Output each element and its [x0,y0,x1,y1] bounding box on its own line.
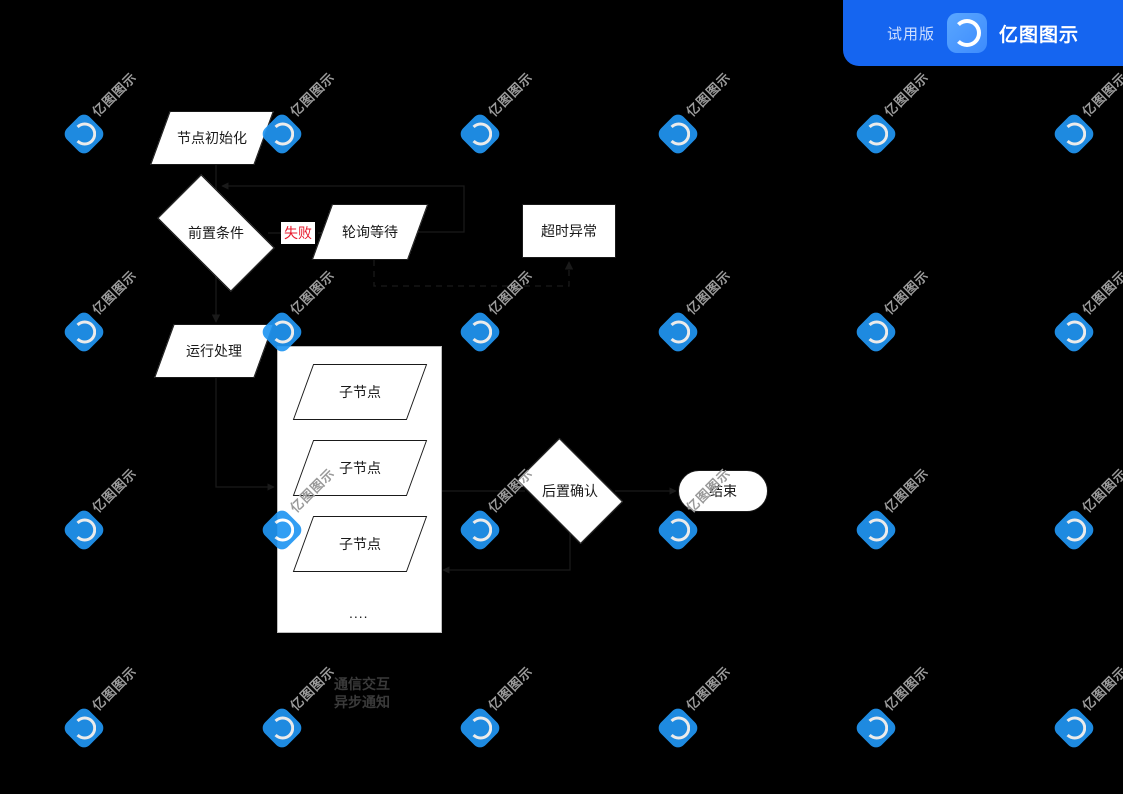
edge-pollwait-loopback [221,182,465,233]
node-child-3[interactable]: 子节点 [292,516,428,572]
annotation-communication: 通信交互 [334,676,390,692]
edge-runprocess-to-subnodebox [215,378,275,491]
node-init-label: 节点初始化 [177,130,247,146]
trial-banner[interactable]: 试用版 亿图图示 [843,0,1123,66]
node-child-1[interactable]: 子节点 [292,364,428,420]
node-child-3-label: 子节点 [339,536,381,552]
node-run-process[interactable]: 运行处理 [154,324,274,378]
annotation-async-notify: 异步通知 [334,694,390,710]
node-precondition-label: 前置条件 [188,225,244,241]
node-end[interactable]: 结束 [678,470,768,512]
node-init[interactable]: 节点初始化 [150,111,274,165]
brand-label: 亿图图示 [999,24,1080,46]
node-timeout-exception[interactable]: 超时异常 [522,204,616,258]
node-child-2-label: 子节点 [339,460,381,476]
node-child-1-label: 子节点 [339,384,381,400]
trial-label: 试用版 [886,25,935,43]
edge-postconfirm-loopback [442,521,571,574]
node-timeout-exception-label: 超时异常 [541,223,597,239]
subnode-ellipsis: .... [349,605,369,621]
node-poll-wait[interactable]: 轮询等待 [311,204,429,260]
edge-pollwait-to-timeout-dashed [373,260,574,287]
node-run-process-label: 运行处理 [186,343,242,359]
edraw-logo-icon [947,13,987,53]
node-post-confirm[interactable]: 后置确认 [516,437,624,545]
edge-label-fail-text: 失败 [284,225,312,241]
edge-label-fail: 失败 [281,222,315,244]
node-post-confirm-label: 后置确认 [542,483,598,499]
node-poll-wait-label: 轮询等待 [342,224,398,240]
node-precondition[interactable]: 前置条件 [157,174,275,292]
node-child-2[interactable]: 子节点 [292,440,428,496]
node-end-label: 结束 [709,483,737,499]
